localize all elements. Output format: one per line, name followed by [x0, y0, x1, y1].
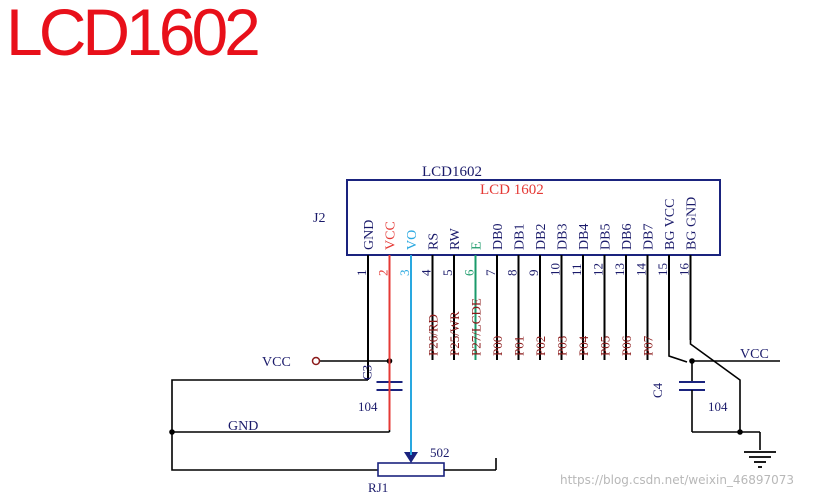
wires — [169, 340, 780, 477]
pin-number: 7 — [483, 269, 498, 276]
connector-part-label: LCD1602 — [422, 164, 482, 180]
net-label: P25/WR — [447, 311, 462, 356]
net-label: P00 — [490, 336, 505, 356]
c3-value-label: 104 — [358, 399, 378, 414]
pin-name: DB5 — [599, 224, 614, 250]
net-label: P26/RD — [426, 314, 441, 356]
pin-name: DB7 — [642, 224, 657, 250]
pin-name: DB4 — [577, 224, 592, 250]
pin15-wire — [668, 340, 688, 363]
pin-number: 14 — [634, 263, 649, 277]
vcc-right-label: VCC — [740, 347, 769, 362]
pin-name: E — [470, 241, 485, 250]
pin-number: 9 — [526, 270, 541, 277]
pin-number: 12 — [591, 263, 606, 276]
net-label: P05 — [598, 336, 613, 356]
rj1-value-label: 502 — [430, 445, 450, 460]
gnd-loop-wire — [171, 379, 378, 471]
gnd-label: GND — [228, 419, 258, 434]
pin-name: DB3 — [556, 224, 571, 250]
vcc-left-label: VCC — [262, 355, 291, 370]
pin-name: DB2 — [534, 224, 549, 250]
pin-number: 8 — [505, 270, 520, 277]
net-label: P01 — [512, 336, 527, 356]
pin-number: 5 — [440, 270, 455, 277]
pin-number: 11 — [569, 263, 584, 276]
pin-name: BG VCC — [663, 199, 678, 250]
net-label: P03 — [555, 336, 570, 356]
vcc-port-icon — [311, 356, 321, 366]
pin-name: GND — [362, 220, 377, 250]
pin-name: VO — [405, 230, 420, 250]
pin-name: DB1 — [513, 224, 528, 250]
pin-name: BG GND — [685, 197, 700, 250]
page-title: LCD1602 — [6, 0, 261, 69]
rj1-body — [377, 462, 445, 477]
pin-name: DB6 — [620, 224, 635, 250]
net-label: P06 — [619, 335, 634, 356]
watermark: https://blog.csdn.net/weixin_46897073 — [560, 473, 795, 487]
pin-name: VCC — [384, 221, 399, 250]
net-label: P04 — [576, 335, 591, 356]
pin-number: 4 — [419, 269, 434, 276]
pin-number: 1 — [354, 270, 369, 277]
net-label: P02 — [533, 336, 548, 356]
connector-ref-label: J2 — [313, 211, 325, 226]
net-label: P07 — [641, 335, 656, 356]
pin-name: RW — [448, 227, 463, 250]
pin-number: 15 — [655, 263, 670, 276]
net-label: P27/LCDE — [469, 298, 484, 356]
pin-number: 6 — [462, 269, 477, 276]
pin-name: RS — [427, 233, 442, 250]
connector-pins: GND 1 VCC 2 VO 3 RS 4 RW 5 E 6 DB0 7 DB1 8 DB2 9 DB3 10 DB4 1… — [346, 179, 721, 455]
c3-ref-label: C3 — [360, 365, 375, 380]
pin16-wire — [689, 340, 741, 432]
c4-ref-label: C4 — [650, 382, 665, 398]
c4-value-label: 104 — [708, 399, 728, 414]
pin-number: 16 — [677, 263, 692, 277]
pin-number: 13 — [612, 263, 627, 276]
connector-body — [346, 179, 721, 256]
pin-number: 3 — [397, 270, 412, 277]
junction-dot — [737, 429, 743, 435]
pin-number: 10 — [548, 263, 563, 276]
rj1-ref-label: RJ1 — [368, 480, 388, 495]
rj1-wiper-arrow — [404, 452, 418, 463]
pin-number: 2 — [376, 270, 391, 277]
pin-name: DB0 — [491, 224, 506, 250]
connector-inner-title: LCD 1602 — [480, 182, 544, 198]
